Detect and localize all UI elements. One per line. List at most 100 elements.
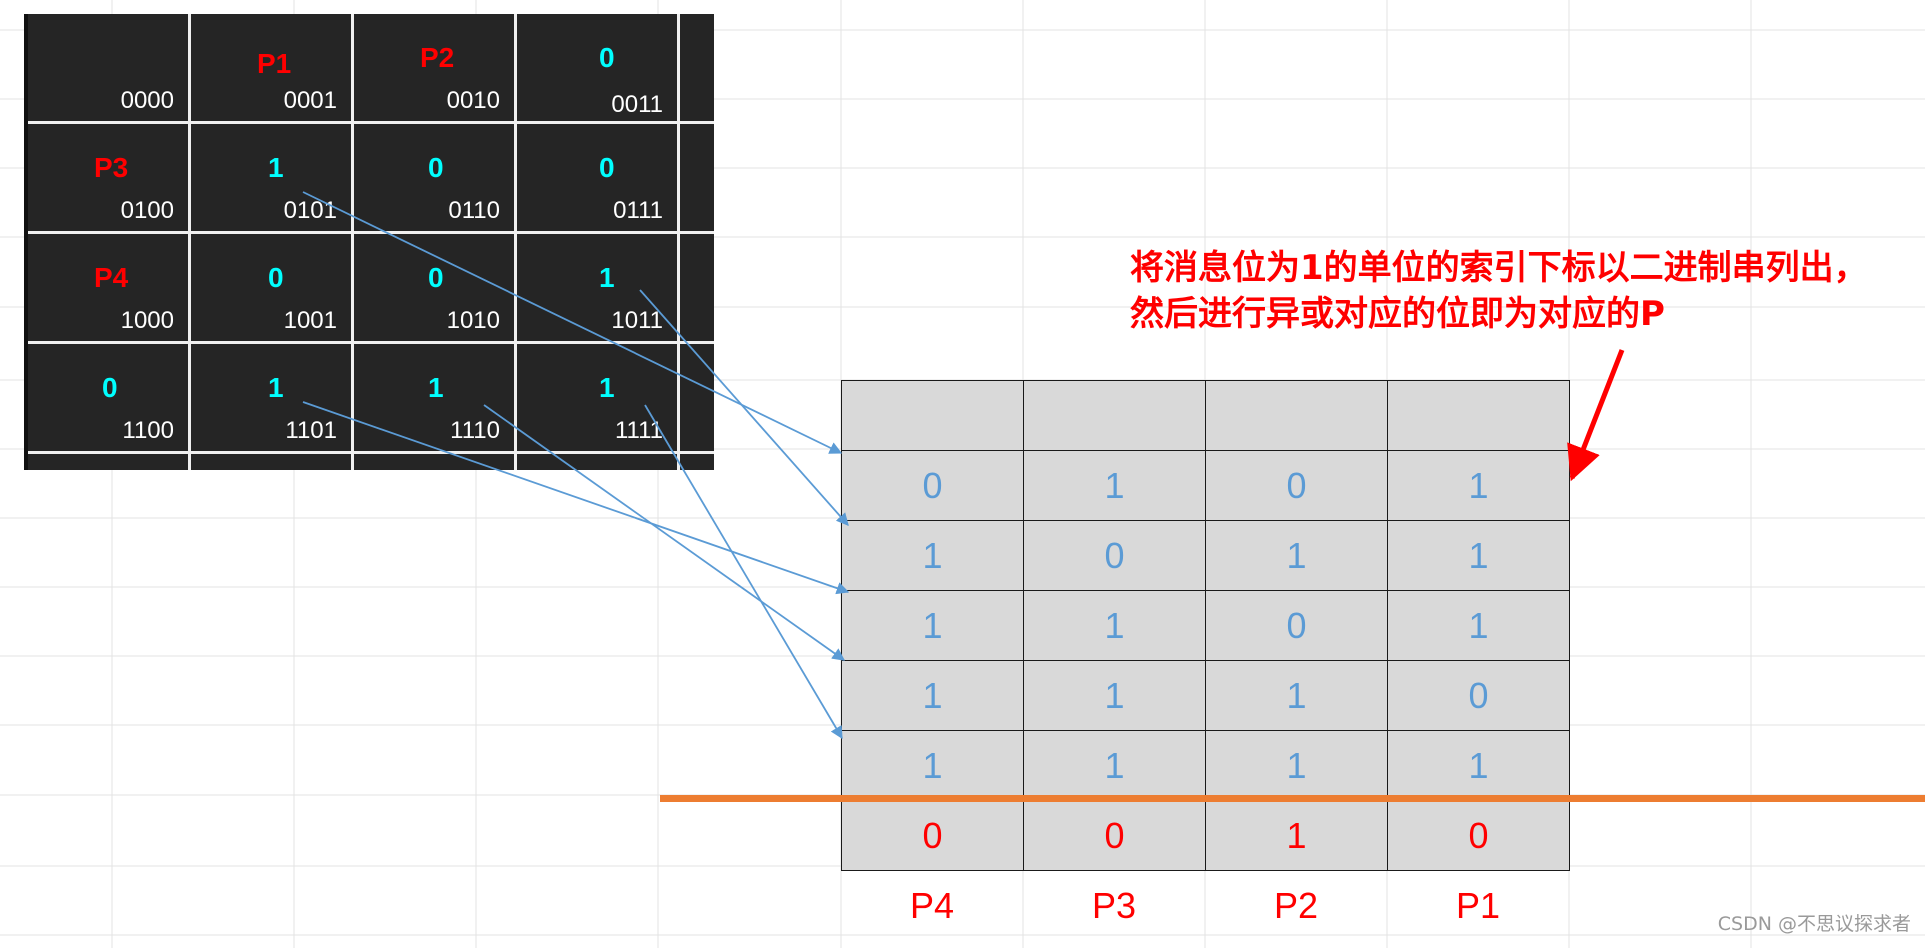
hamming-code-grid: 0000 P1 0001 P2 0010 0 0011 P3 0100 1 01… [24,14,714,470]
grid-cell-index: 0001 [283,87,337,114]
table-cell: 0 [841,450,1024,521]
table-cell: 1 [841,660,1024,731]
grid-cell-value: 0 [268,262,284,293]
table-row: 0 1 0 1 [841,450,1570,521]
grid-cell-index: 1001 [283,307,337,334]
table-cell: 1 [1387,730,1570,801]
grid-cell-index: 1111 [614,417,663,444]
grid-cell-value: 1 [428,372,444,403]
table-cell: 1 [1023,450,1206,521]
grid-cell-1001: 0 1001 [191,234,354,344]
grid-cell-0111: 0 0111 [517,124,680,234]
table-cell: 1 [841,590,1024,661]
table-cell: 0 [1023,520,1206,591]
grid-cell-0000: 0000 [28,14,191,124]
table-cell: 1 [1387,590,1570,661]
grid-cell-index: 1110 [450,417,500,444]
grid-cell-0001: P1 0001 [191,14,354,124]
grid-cell-index: 0110 [448,197,500,224]
table-cell: 1 [841,730,1024,801]
grid-cell-value: 0 [599,152,615,183]
grid-cell-1000: P4 1000 [28,234,191,344]
grid-cell-index: 1101 [285,417,337,444]
grid-cell-value: 0 [428,262,444,293]
grid-cell-index: 1010 [446,307,500,334]
grid-cell-index: 0101 [283,197,337,224]
table-cell: 1 [1023,660,1206,731]
table-cell: 1 [1205,730,1388,801]
parity-label-p3: P3 [1091,885,1137,926]
table-cell: 1 [1387,450,1570,521]
table-cell [1205,380,1388,451]
table-row [841,380,1570,451]
grid-cell-index: 1000 [120,307,174,334]
grid-edge-fill [680,234,714,344]
table-cell: 0 [1387,660,1570,731]
grid-cell-1010: 0 1010 [354,234,517,344]
table-cell: 1 [1023,730,1206,801]
table-cell [1023,380,1206,451]
table-cell: 0 [1205,450,1388,521]
grid-cell-index: 0010 [446,87,500,114]
xor-table: 0 1 0 1 1 0 1 1 1 1 0 1 1 1 1 0 1 1 1 1 [841,380,1570,871]
result-cell: 1 [1205,800,1388,871]
grid-edge-fill [680,14,714,124]
grid-cell-1101: 1 1101 [191,344,354,454]
grid-cell-1110: 1 1110 [354,344,517,454]
grid-cell-index: 0111 [613,197,663,224]
table-row: 1 1 1 0 [841,660,1570,731]
watermark: CSDN @不思议探求者 [1717,913,1911,935]
grid-bottom-strip [354,454,517,470]
table-row: 1 0 1 1 [841,520,1570,591]
table-cell: 1 [841,520,1024,591]
grid-cell-value: P1 [257,48,292,79]
grid-cell-value: 1 [268,152,284,183]
grid-cell-value: P4 [94,262,129,293]
grid-cell-0101: 1 0101 [191,124,354,234]
grid-cell-value: 1 [599,262,615,293]
grid-cell-index: 0100 [120,197,174,224]
grid-cell-index: 0000 [120,87,174,114]
grid-edge-fill [680,344,714,454]
grid-bottom-strip [191,454,354,470]
grid-cell-0011: 0 0011 [517,14,680,124]
table-cell: 1 [1023,590,1206,661]
grid-edge-fill [680,124,714,234]
annotation-note: 将消息位为1的单位的索引下标以二进制串列出， 然后进行异或对应的位即为对应的P [1130,245,1868,337]
grid-cell-value: P3 [94,152,129,183]
table-cell [841,380,1024,451]
grid-cell-index: 1100 [122,417,174,444]
grid-cell-1011: 1 1011 [517,234,680,344]
result-row: 0 0 1 0 [841,800,1570,871]
note-line-1: 将消息位为1的单位的索引下标以二进制串列出， [1130,248,1868,288]
grid-cell-value: 0 [102,372,118,403]
parity-label-p1: P1 [1455,885,1501,926]
result-cell: 0 [1023,800,1206,871]
grid-cell-1100: 0 1100 [28,344,191,454]
grid-cell-value: 1 [599,372,615,403]
table-cell: 0 [1205,590,1388,661]
grid-bottom-strip [28,454,191,470]
grid-cell-1111: 1 1111 [517,344,680,454]
grid-cell-0110: 0 0110 [354,124,517,234]
parity-label-p4: P4 [909,885,955,926]
grid-cell-value: P2 [420,42,455,73]
grid-cell-index: 1011 [611,307,663,334]
parity-label-p2: P2 [1273,885,1319,926]
result-cell: 0 [1387,800,1570,871]
grid-bottom-strip [517,454,680,470]
note-line-2: 然后进行异或对应的位即为对应的P [1130,294,1665,334]
result-divider-line [660,795,1925,802]
grid-cell-value: 1 [268,372,284,403]
table-cell: 1 [1205,520,1388,591]
table-cell: 1 [1387,520,1570,591]
grid-bottom-strip [680,454,714,470]
grid-cell-value: 0 [599,42,615,73]
grid-cell-0010: P2 0010 [354,14,517,124]
table-cell: 1 [1205,660,1388,731]
grid-cell-value: 0 [428,152,444,183]
table-row: 1 1 1 1 [841,730,1570,801]
table-row: 1 1 0 1 [841,590,1570,661]
grid-cell-0100: P3 0100 [28,124,191,234]
grid-cell-index: 0011 [611,91,663,118]
